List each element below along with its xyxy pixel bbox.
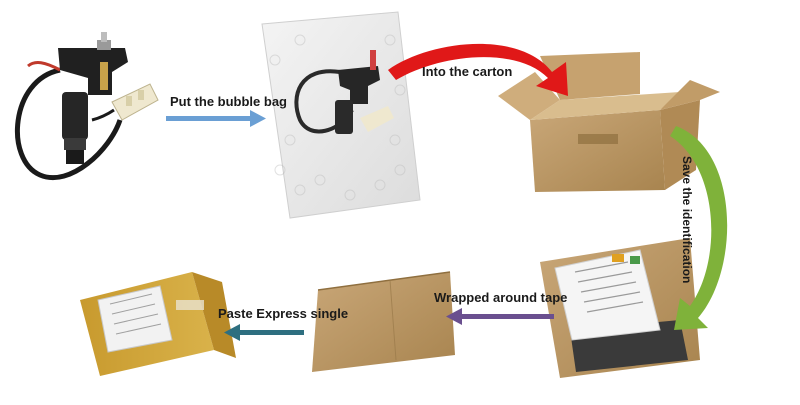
open-carton-image [498,52,720,192]
arrow-identification [670,126,728,330]
sensor-part-image [14,32,159,180]
step-label-identification: Save the identification [680,156,694,284]
step-label-bag: Put the bubble bag [170,94,287,109]
arrow-carton [388,43,568,96]
closed-carton-image [312,271,455,372]
step-label-tape: Wrapped around tape [434,290,568,305]
arrow-express [224,324,304,341]
step-label-carton: Into the carton [422,64,513,79]
arrow-tape [446,308,554,325]
carton-with-identification-image [540,238,700,378]
step-label-express: Paste Express single [218,306,349,321]
arrow-bag [166,110,266,127]
taped-carton-image [80,272,236,376]
bubble-bag-image [261,11,421,219]
